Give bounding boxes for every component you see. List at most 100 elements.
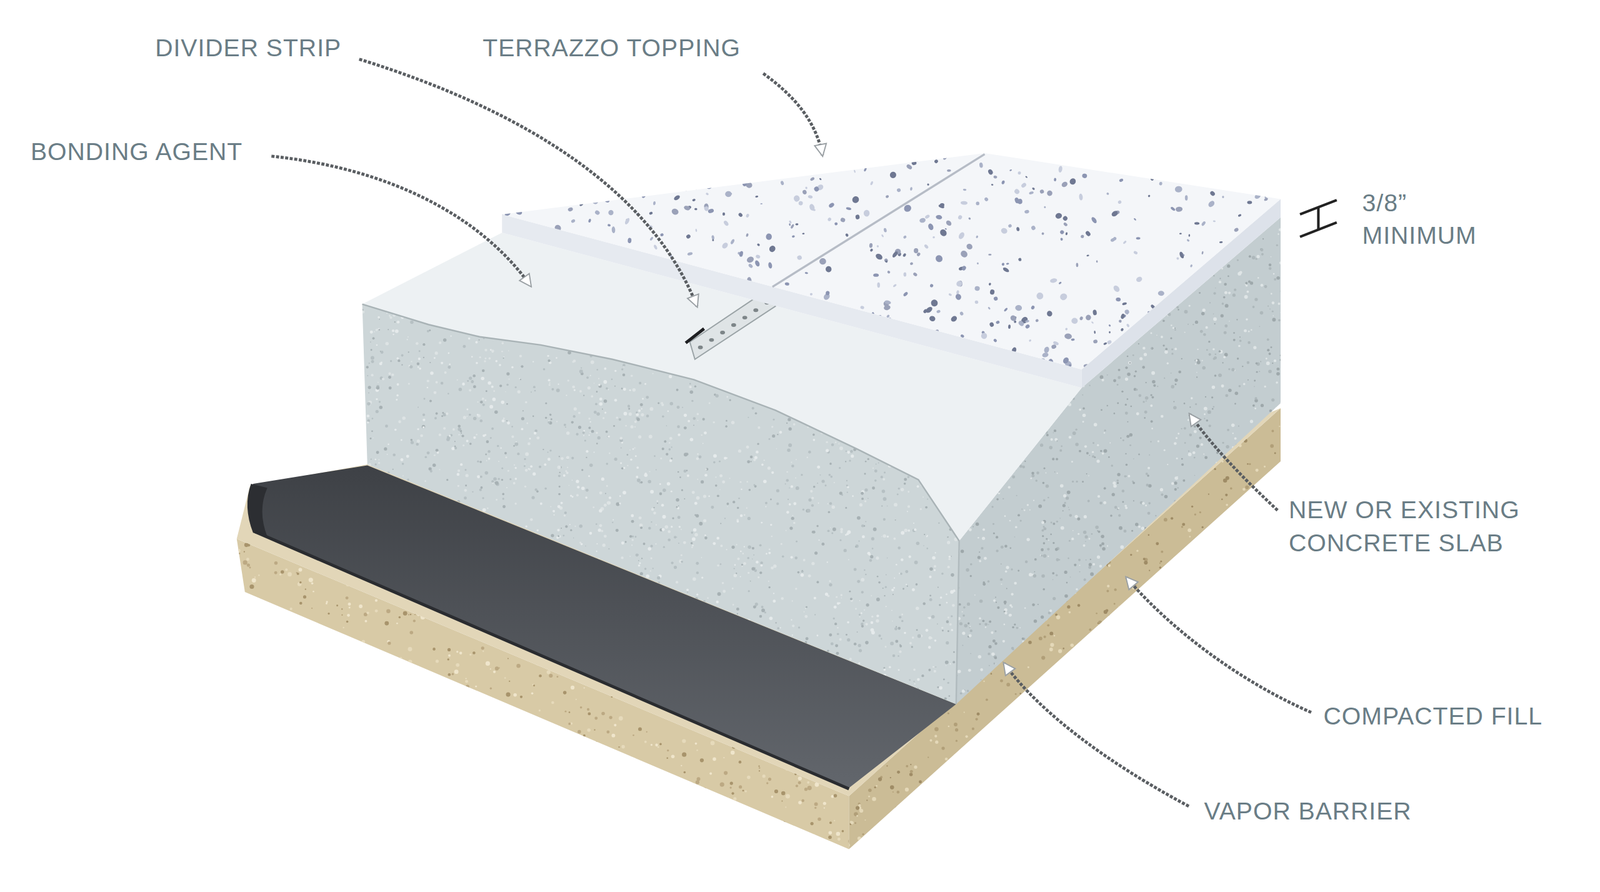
texture-speck <box>961 796 966 800</box>
texture-speck <box>373 760 379 765</box>
texture-speck <box>1003 841 1005 844</box>
texture-speck <box>273 725 277 729</box>
texture-speck <box>291 817 296 822</box>
texture-speck <box>850 821 854 825</box>
texture-speck <box>270 806 275 812</box>
texture-speck <box>1245 485 1249 490</box>
texture-speck <box>353 731 357 735</box>
texture-speck <box>274 561 279 565</box>
texture-speck <box>336 604 339 607</box>
texture-speck <box>1202 696 1204 699</box>
texture-speck <box>238 552 240 554</box>
texture-speck <box>1223 833 1226 836</box>
texture-speck <box>831 795 835 799</box>
texture-speck <box>658 773 664 778</box>
texture-speck <box>1242 791 1245 794</box>
texture-speck <box>315 745 317 747</box>
texture-speck <box>385 688 389 692</box>
texture-speck <box>750 813 754 818</box>
texture-speck <box>686 806 690 810</box>
texture-speck <box>1275 470 1279 474</box>
texture-speck <box>399 656 403 660</box>
texture-speck <box>1176 713 1179 715</box>
texture-speck <box>490 687 492 690</box>
texture-speck <box>1004 814 1008 818</box>
texture-speck <box>253 696 257 699</box>
texture-speck <box>556 794 560 799</box>
texture-speck <box>609 715 613 719</box>
texture-speck <box>308 703 313 708</box>
texture-speck <box>240 681 245 686</box>
texture-speck <box>470 760 474 764</box>
texture-speck <box>635 835 638 838</box>
texture-speck <box>550 764 555 769</box>
texture-speck <box>766 821 768 823</box>
texture-speck <box>1244 634 1249 639</box>
texture-speck <box>1058 810 1061 814</box>
texture-speck <box>425 783 430 789</box>
texture-speck <box>556 841 561 845</box>
texture-speck <box>525 828 527 830</box>
texture-speck <box>594 716 598 720</box>
texture-speck <box>681 752 687 757</box>
texture-speck <box>328 781 332 786</box>
texture-speck <box>447 658 450 660</box>
texture-speck <box>410 695 413 698</box>
texture-speck <box>305 690 309 694</box>
texture-speck <box>505 809 509 814</box>
texture-speck <box>413 697 417 702</box>
texture-speck <box>1232 687 1235 690</box>
texture-speck <box>365 833 369 837</box>
texture-speck <box>266 793 270 797</box>
texture-speck <box>586 761 591 765</box>
texture-speck <box>814 806 817 809</box>
texture-speck <box>651 851 653 853</box>
texture-speck <box>620 763 624 767</box>
texture-speck <box>659 743 662 746</box>
texture-speck <box>1024 798 1029 803</box>
texture-speck <box>317 753 322 757</box>
texture-speck <box>1118 605 1122 610</box>
texture-speck <box>458 780 463 785</box>
texture-speck <box>293 769 295 771</box>
texture-speck <box>1203 832 1207 835</box>
texture-speck <box>363 764 365 766</box>
texture-speck <box>278 758 282 762</box>
texture-speck <box>353 653 357 657</box>
texture-speck <box>239 650 242 654</box>
texture-speck <box>565 815 567 817</box>
texture-speck <box>454 669 459 674</box>
texture-speck <box>391 771 396 777</box>
texture-speck <box>1131 805 1135 809</box>
texture-speck <box>411 819 415 824</box>
texture-speck <box>1126 824 1130 828</box>
texture-speck <box>1225 795 1228 797</box>
texture-speck <box>503 643 505 645</box>
texture-speck <box>320 798 325 803</box>
texture-speck <box>397 768 401 772</box>
texture-speck <box>280 570 285 574</box>
texture-speck <box>316 759 321 764</box>
texture-speck <box>781 800 783 802</box>
texture-speck <box>1028 750 1032 754</box>
texture-speck <box>596 753 601 758</box>
texture-speck <box>1205 846 1210 850</box>
texture-speck <box>593 729 595 731</box>
texture-speck <box>577 730 582 734</box>
texture-speck <box>944 770 949 775</box>
texture-speck <box>292 733 295 736</box>
texture-speck <box>771 795 774 799</box>
texture-speck <box>1041 738 1045 742</box>
texture-speck <box>605 793 610 798</box>
texture-speck <box>637 810 642 815</box>
texture-speck <box>586 708 590 711</box>
texture-speck <box>1206 664 1211 669</box>
texture-speck <box>444 801 447 804</box>
texture-speck <box>570 685 575 690</box>
texture-speck <box>495 832 498 835</box>
texture-speck <box>1246 506 1250 510</box>
texture-speck <box>595 741 598 744</box>
texture-speck <box>1258 793 1261 796</box>
texture-speck <box>271 833 274 835</box>
texture-speck <box>1199 511 1202 514</box>
